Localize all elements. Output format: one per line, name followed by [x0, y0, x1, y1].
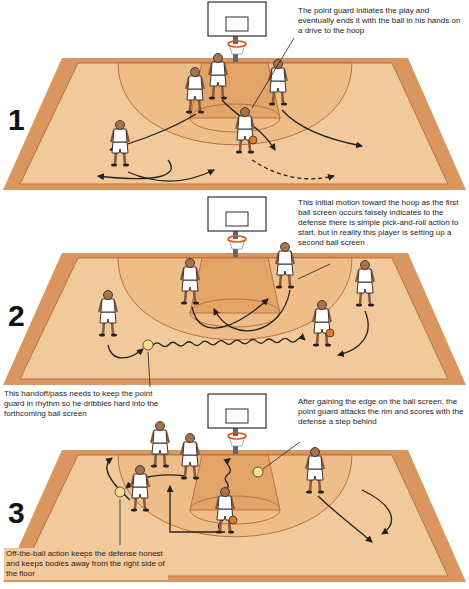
panel-number: 1 — [8, 104, 34, 136]
callout-note: This initial motion toward the hoop as t… — [298, 198, 464, 248]
callout-note: After gaining the edge on the ball scree… — [298, 397, 464, 427]
callout-note: Off-the-ball action keeps the defense ho… — [4, 548, 168, 580]
panel-number: 2 — [8, 300, 34, 332]
panel-number: 3 — [8, 497, 34, 529]
callout-note: The point guard initiates the play and e… — [298, 6, 464, 36]
callout-note: This handoff/pass needs to keep the poin… — [4, 389, 169, 419]
